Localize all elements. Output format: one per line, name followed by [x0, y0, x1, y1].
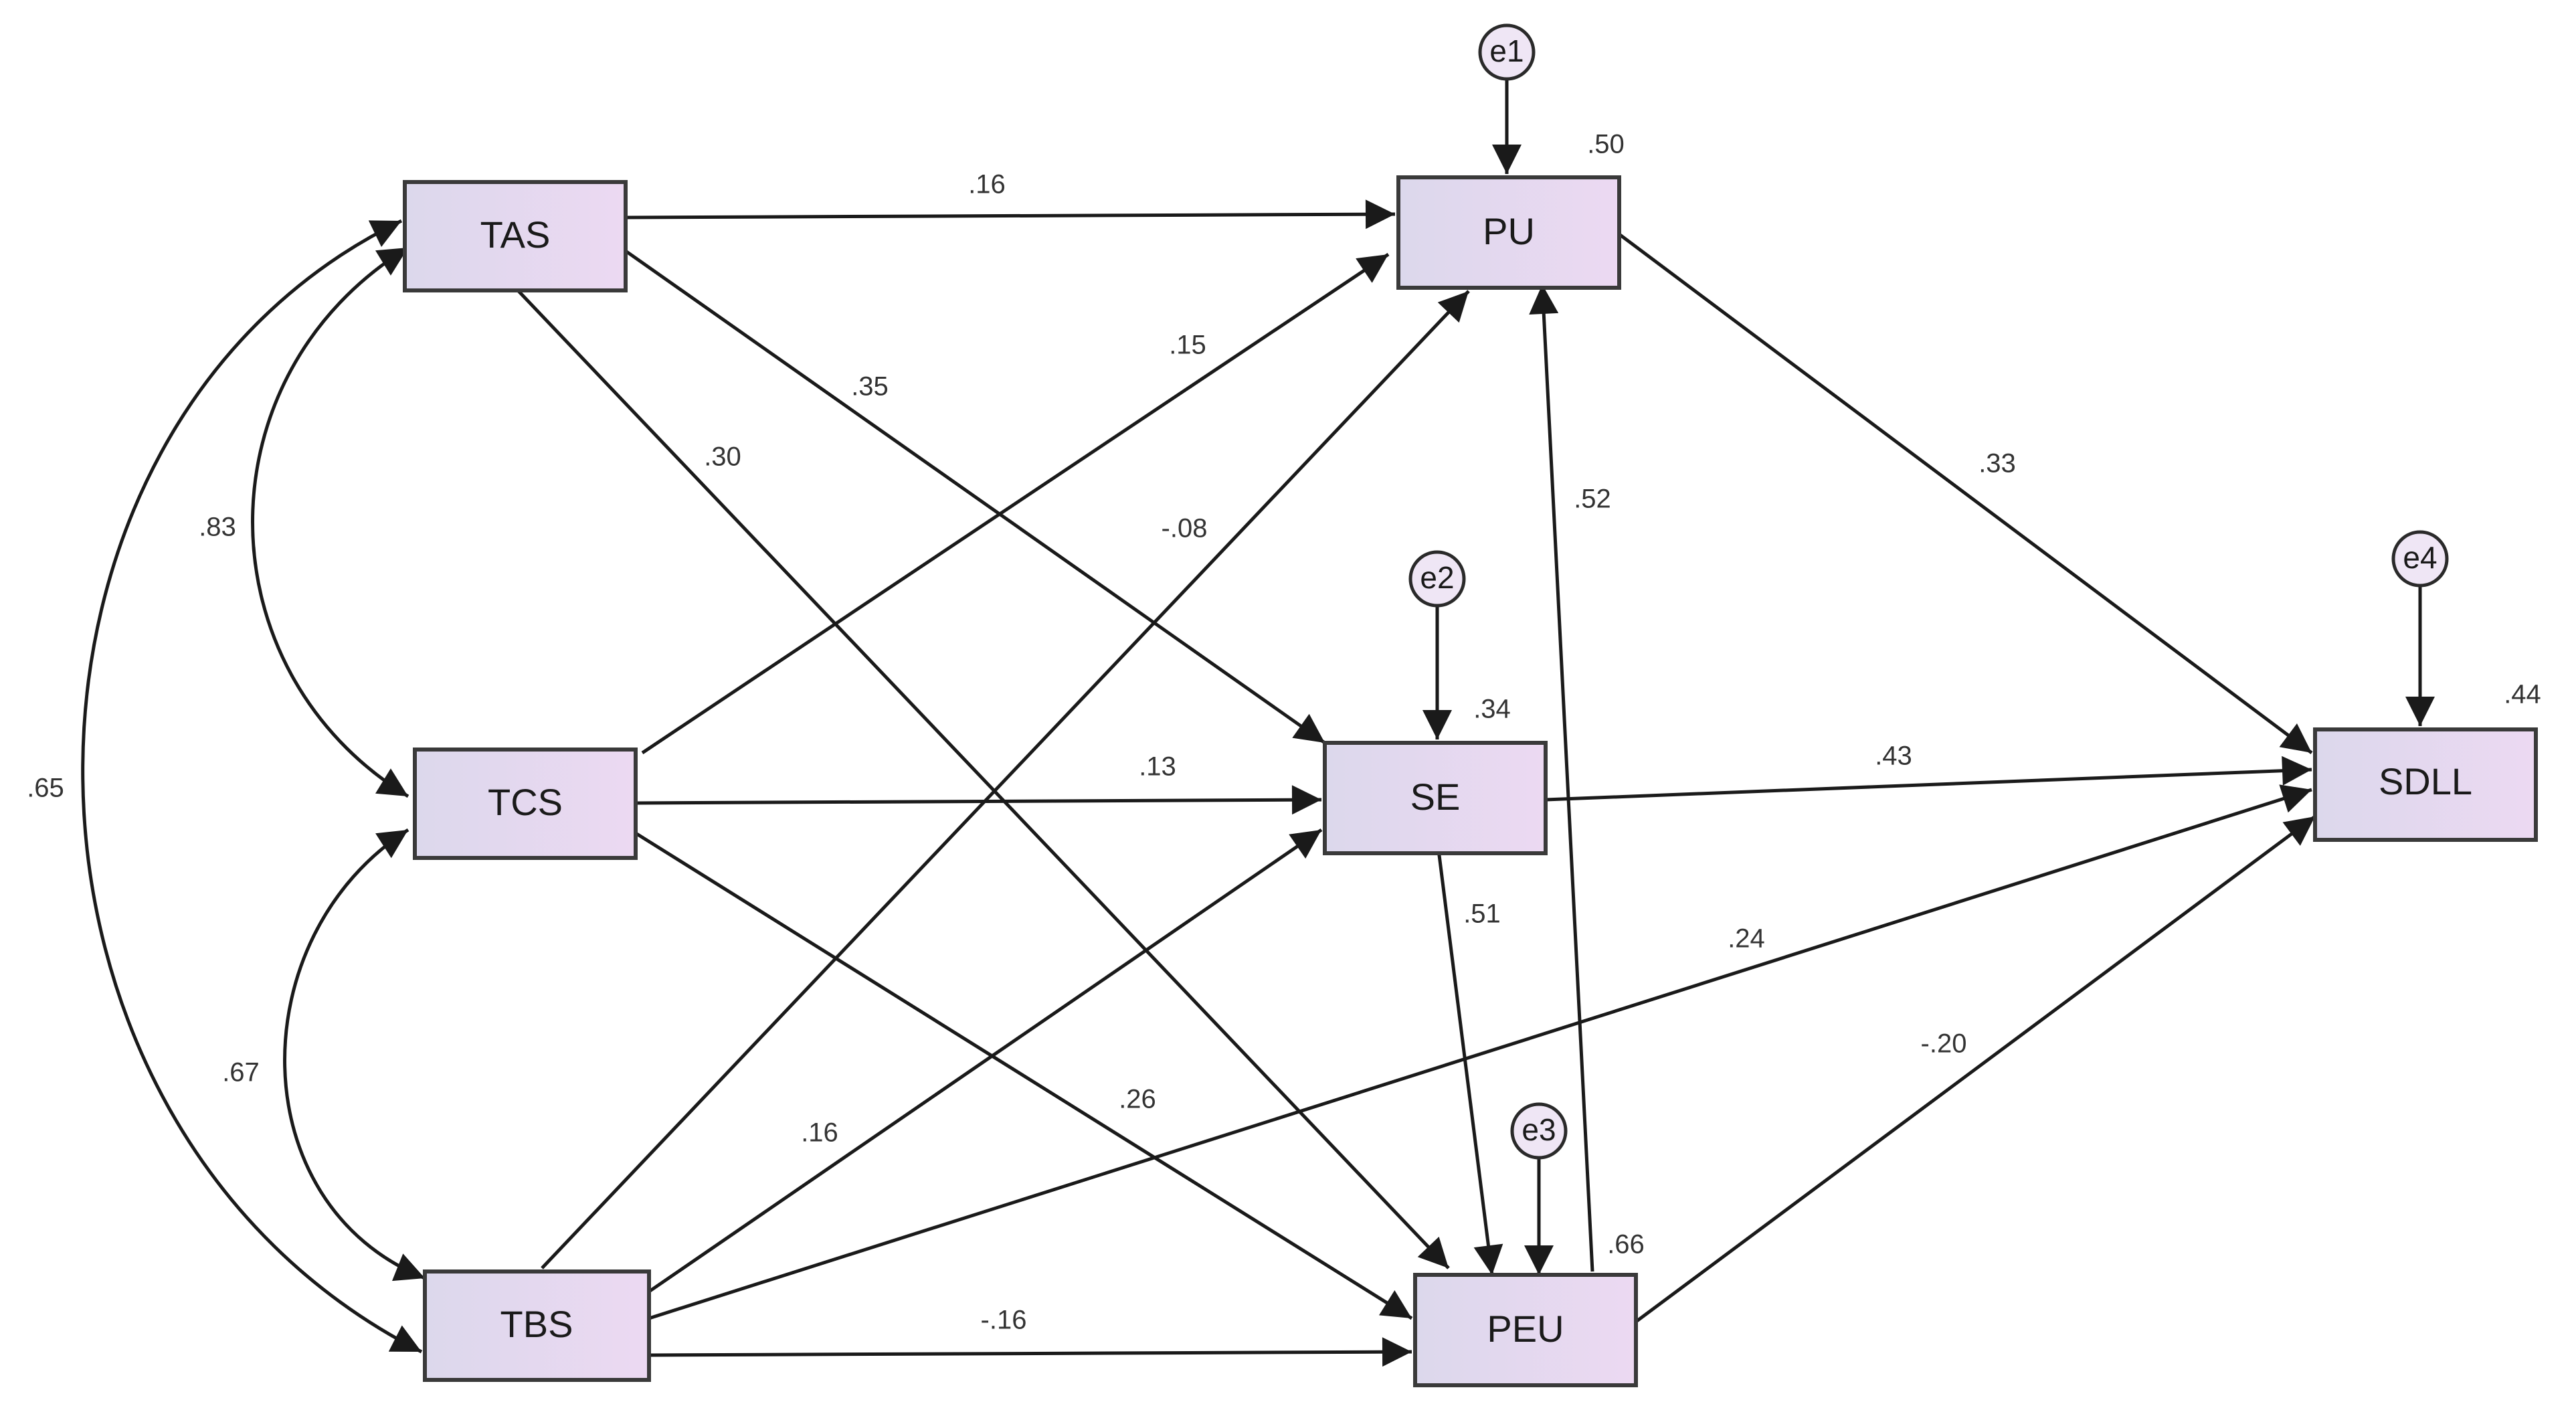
- error-e1-label: e1: [1489, 33, 1524, 68]
- path-peu-pu: [1529, 284, 1594, 1272]
- error-e4-label: e4: [2403, 540, 2437, 575]
- coef-se-peu: .51: [1463, 899, 1501, 929]
- coef-tbs-sdll: .24: [1728, 924, 1765, 954]
- node-tcs-box: [413, 748, 638, 860]
- coef-peu-pu: .52: [1574, 485, 1611, 514]
- node-sdll-box: [2313, 727, 2538, 842]
- rsq-pu: .50: [1587, 130, 1625, 159]
- error-e3-label: e3: [1522, 1112, 1556, 1147]
- error-e2: e2: [1408, 550, 1466, 608]
- error-e1: e1: [1478, 23, 1536, 81]
- coef-tas-pu: .16: [968, 170, 1006, 199]
- node-pu-label: PU: [1483, 210, 1535, 252]
- coef-tbs-pu: -.08: [1162, 514, 1208, 543]
- error-e3: e3: [1510, 1102, 1568, 1160]
- path-peu-sdll: [1635, 814, 2316, 1324]
- node-sdll: SDLL: [2313, 727, 2538, 842]
- coef-peu-sdll: -.20: [1921, 1029, 1967, 1059]
- coef-tcs-se: .13: [1139, 752, 1176, 782]
- error-e4-circle: [2391, 530, 2449, 588]
- node-peu-box: [1413, 1273, 1638, 1387]
- coef-tcs-pu: .15: [1169, 331, 1206, 360]
- coef-tas-peu: .30: [704, 442, 741, 472]
- path-tbs-se: [648, 828, 1323, 1294]
- path-tbs-sdll: [648, 784, 2312, 1320]
- error-e2-label: e2: [1420, 560, 1454, 595]
- node-peu-label: PEU: [1487, 1308, 1564, 1350]
- node-se: SE: [1323, 741, 1548, 855]
- path-tas-pu: [625, 199, 1396, 230]
- node-se-label: SE: [1410, 776, 1461, 818]
- path-se-sdll: [1545, 756, 2312, 802]
- coef-tbs-peu: -.16: [981, 1306, 1027, 1335]
- node-pu: PU: [1396, 175, 1621, 290]
- cov-tas-tbs-curve: [81, 219, 423, 1354]
- coef-cov-tas-tbs: .65: [27, 774, 64, 803]
- path-tcs-pu: [641, 252, 1390, 755]
- rsq-se: .34: [1473, 695, 1511, 724]
- node-sdll-label: SDLL: [2379, 760, 2472, 802]
- error-e3-circle: [1510, 1102, 1568, 1160]
- path-tas-peu: [517, 290, 1450, 1269]
- node-tcs: TCS: [413, 748, 638, 860]
- node-se-box: [1323, 741, 1548, 855]
- node-pu-box: [1396, 175, 1621, 290]
- coef-tbs-se: .16: [801, 1118, 838, 1148]
- path-pu-sdll: [1618, 232, 2313, 755]
- error-e4: e4: [2391, 530, 2449, 588]
- cov-tcs-tbs-curve: [283, 828, 426, 1282]
- error-e1-circle: [1478, 23, 1536, 81]
- path-tcs-se: [635, 785, 1322, 815]
- path-tas-se: [624, 249, 1326, 745]
- coef-cov-tas-tcs: .83: [199, 513, 236, 542]
- cov-tas-tcs-curve: [251, 246, 409, 798]
- path-tbs-peu: [648, 1337, 1412, 1367]
- path-se-peu: [1437, 849, 1503, 1276]
- node-tcs-label: TCS: [488, 781, 563, 823]
- coef-pu-sdll: .33: [1979, 449, 2016, 478]
- node-tbs: TBS: [423, 1269, 651, 1382]
- node-tas-label: TAS: [480, 213, 551, 256]
- node-tas-box: [403, 180, 628, 292]
- coef-tas-se: .35: [851, 372, 889, 402]
- rsq-sdll: .44: [2504, 680, 2541, 709]
- node-tbs-label: TBS: [500, 1303, 573, 1345]
- coef-tcs-peu: .26: [1119, 1085, 1156, 1114]
- path-tcs-peu: [634, 831, 1413, 1320]
- coef-cov-tcs-tbs: .67: [222, 1058, 260, 1087]
- node-tas: TAS: [403, 180, 628, 292]
- coef-se-sdll: .43: [1875, 741, 1912, 771]
- path-tbs-pu: [541, 290, 1470, 1269]
- rsq-peu: .66: [1607, 1230, 1645, 1259]
- node-peu: PEU: [1413, 1273, 1638, 1387]
- node-tbs-box: [423, 1269, 651, 1382]
- error-e2-circle: [1408, 550, 1466, 608]
